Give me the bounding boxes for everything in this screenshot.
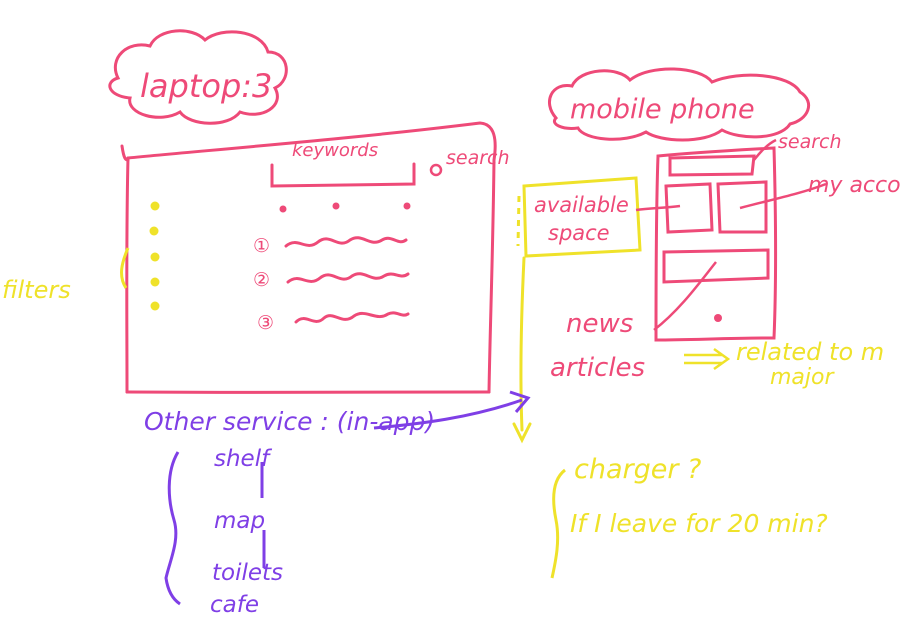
laptop-screen-frame bbox=[120, 121, 497, 394]
articles-label: articles bbox=[550, 353, 645, 383]
magnifier-icon[interactable] bbox=[429, 163, 443, 177]
major-label: major bbox=[770, 365, 835, 390]
in-app-arrowhead bbox=[509, 390, 531, 413]
filters-brace bbox=[120, 247, 130, 289]
service-item-cafe: cafe bbox=[210, 592, 259, 618]
result-squiggle bbox=[294, 311, 410, 324]
account-arrow bbox=[739, 182, 827, 210]
laptop-tab-dots bbox=[279, 202, 411, 213]
available-space-line1: available bbox=[534, 193, 629, 217]
left-dashes bbox=[516, 195, 521, 247]
phone-search-bar[interactable] bbox=[668, 154, 756, 177]
available-space-line2: space bbox=[548, 221, 610, 245]
laptop-result-list: ① ② ③ bbox=[253, 235, 410, 334]
laptop-search-label: search bbox=[446, 147, 510, 169]
news-label: news bbox=[566, 309, 633, 339]
filter-dot bbox=[150, 277, 160, 287]
tab-dot bbox=[279, 205, 287, 213]
phone-tile-left[interactable] bbox=[664, 182, 714, 234]
news-arrow bbox=[653, 261, 717, 331]
tab-dot bbox=[403, 202, 411, 210]
my-account-label: my acco bbox=[808, 173, 901, 198]
filter-dots bbox=[149, 201, 160, 311]
laptop-keywords-label: keywords bbox=[292, 140, 378, 161]
phone-news-panel[interactable] bbox=[662, 248, 770, 284]
filters-label: filters bbox=[2, 276, 71, 304]
related-label: related to m bbox=[736, 338, 884, 366]
result-number: ③ bbox=[257, 312, 274, 334]
phone-frame bbox=[654, 146, 777, 342]
tab-dot bbox=[332, 202, 340, 210]
available-space-box bbox=[522, 176, 642, 258]
phone-tile-right[interactable] bbox=[716, 180, 768, 234]
laptop-cloud bbox=[108, 29, 288, 125]
filter-dot bbox=[149, 226, 159, 236]
space-arrow bbox=[635, 204, 681, 212]
leave-question: If I leave for 20 min? bbox=[570, 509, 828, 538]
filter-dot bbox=[150, 201, 160, 211]
double-arrow bbox=[684, 347, 731, 371]
down-arrow bbox=[512, 256, 532, 444]
phone-search-label: search bbox=[778, 131, 842, 153]
result-number: ① bbox=[253, 235, 270, 257]
in-app-arrow bbox=[373, 398, 523, 430]
service-item-toilets: toilets bbox=[212, 560, 283, 586]
service-item-shelf: shelf bbox=[214, 446, 272, 472]
charger-brace bbox=[550, 468, 567, 579]
result-squiggle bbox=[286, 272, 410, 284]
other-service-heading: Other service : (in-app) bbox=[144, 407, 435, 436]
result-squiggle bbox=[284, 236, 408, 248]
service-item-map: map bbox=[214, 508, 265, 534]
charger-question: charger ? bbox=[574, 454, 701, 485]
phone-home-dot[interactable] bbox=[714, 314, 722, 322]
result-number: ② bbox=[253, 269, 270, 291]
mobile-title: mobile phone bbox=[570, 94, 755, 125]
laptop-title: laptop:3 bbox=[140, 67, 272, 105]
phone-search-arrow bbox=[753, 138, 777, 161]
filter-dot bbox=[150, 301, 160, 311]
filter-dot bbox=[150, 252, 160, 262]
service-brace bbox=[164, 451, 181, 606]
mobile-cloud bbox=[547, 67, 811, 142]
laptop-search-bar[interactable] bbox=[270, 162, 416, 188]
